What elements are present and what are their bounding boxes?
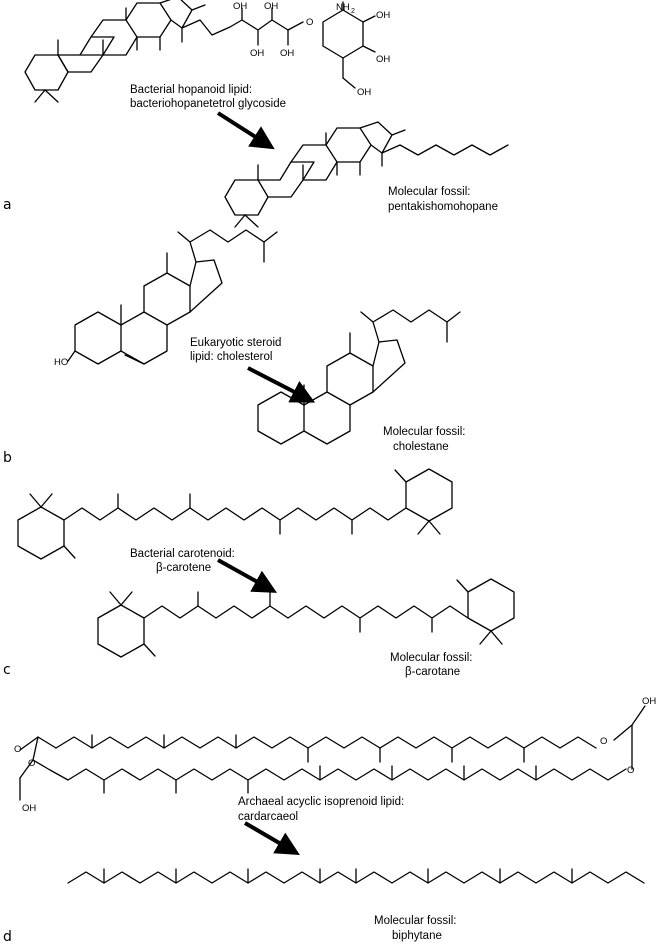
pentakishomohopane-label-line1: Molecular fossil: [388,186,470,198]
panel-a: OH OH OH OH O NH 2 OH OH OH Bacterial ho… [3,0,509,228]
cholesterol-structure [67,229,278,365]
cardarcaeol-atom-labels: O O O O OH OH [14,696,656,814]
cholestane-label-line1: Molecular fossil: [383,426,465,438]
panel-d: O O O O OH OH Archaeal acyclic isoprenoi… [3,696,656,945]
carotene-label-line1: Bacterial carotenoid: [130,548,235,560]
cholesterol-label-line2: lipid: cholesterol [190,351,272,363]
carotane-label-line1: Molecular fossil: [390,652,472,664]
atom-nh: NH [336,2,350,13]
atom-o-glycoside: O [306,17,313,28]
hopanoid-label-line2: bacteriohopanetetrol glycoside [130,98,286,110]
atom-oh-3: OH [264,1,278,12]
carotane-label-line2: β-carotane [405,666,460,678]
cardarcaeol-label-line2: cardarcaeol [238,811,298,823]
cholestane-label-line2: cholestane [393,441,449,453]
cardarcaeol-label-line1: Archaeal acyclic isoprenoid lipid: [238,796,404,808]
atom-o-right-2: O [627,765,634,776]
carotene-label-line2: β-carotene [156,562,211,574]
atom-oh-5: OH [376,10,390,21]
atom-ho: HO [54,357,68,368]
cholestane-structure [257,309,461,445]
atom-o-left-2: O [28,758,35,769]
panel-letter-b: b [3,450,12,466]
atom-oh-6: OH [376,54,390,65]
pentakishomohopane-label-line2: pentakishomohopane [388,201,498,213]
atom-oh-7: OH [357,87,371,98]
arrow-b [247,366,316,403]
panel-c: Bacterial carotenoid: β-carotene Molecul… [3,468,515,678]
cardarcaeol-structure [19,705,646,801]
biphytane-label-line1: Molecular fossil: [374,915,456,927]
panel-letter-d: d [3,929,12,945]
arrow-d [243,821,300,856]
biphytane-structure [67,868,645,884]
biphytane-label-line2: biphytane [392,930,442,942]
atom-oh-right: OH [642,696,656,707]
cholesterol-label-line1: Eukaryotic steroid [190,337,281,349]
atom-oh-left: OH [22,803,36,814]
beta-carotene-structure [17,468,453,560]
atom-oh-2: OH [250,48,264,59]
hopanoid-lipid-structure [24,0,376,103]
atom-oh-4: OH [280,48,294,59]
arrow-c [217,558,277,593]
arrow-a [216,111,275,150]
atom-nh-subscript: 2 [351,8,355,15]
panel-b: HO Eukaryotic steroid lipid: cholesterol… [3,229,465,466]
hopanoid-atom-labels: OH OH OH OH O NH 2 OH OH OH [233,1,390,98]
hopanoid-label-line1: Bacterial hopanoid lipid: [130,84,252,96]
beta-carotane-structure [97,578,515,658]
atom-o-right-1: O [600,736,607,747]
atom-o-left-1: O [14,744,21,755]
panel-letter-c: c [3,662,11,678]
atom-oh-1: OH [233,1,247,12]
panel-letter-a: a [3,197,12,213]
pentakishomohopane-structure [224,121,509,228]
